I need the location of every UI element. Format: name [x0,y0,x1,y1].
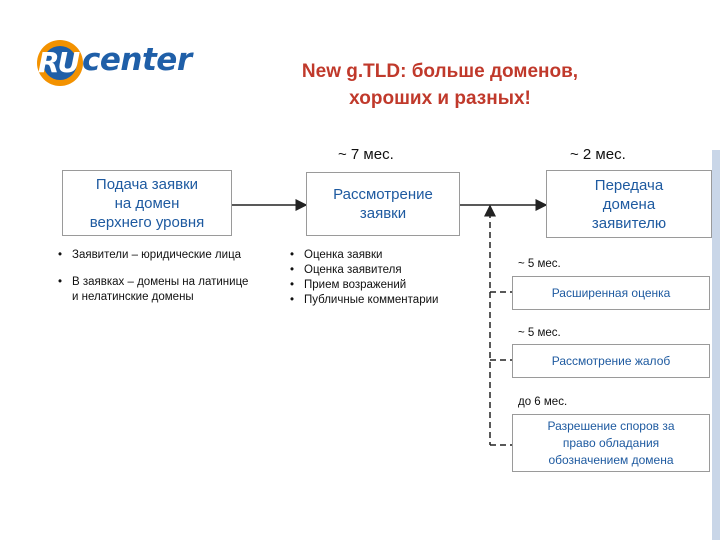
stage-3-line-1: Передача [594,176,664,194]
list-item: Заявители – юридические лица [58,248,258,263]
substage-3-duration: до 6 мес. [518,396,568,408]
duration-stage-2: ~ 7 мес. [338,146,394,163]
list-item: Публичные комментарии [290,293,490,308]
stage-2-line-2: заявки [359,205,407,222]
stage-1-bullets: Заявители – юридические лица В заявках –… [58,248,258,305]
stage-3-line-3: заявителю [591,214,667,232]
substage-3-line-2: право обладания [562,435,660,450]
list-item: Оценка заявки [290,248,490,263]
logo-prefix: RU [38,46,80,79]
substage-1-line-1: Расширенная оценка [551,285,671,300]
stage-box-application: Подача заявки на домен верхнего уровня [62,170,232,236]
logo-name: center [82,42,192,78]
logo-badge-icon [37,40,83,86]
stage-1-line-2: на домен [114,194,180,212]
list-item: Прием возражений [290,278,490,293]
stage-box-transfer: Передача домена заявителю [546,170,712,238]
page-title: New g.TLD: больше доменов, хороших и раз… [250,58,630,112]
substage-3-line-3: обозначением домена [548,452,674,467]
substage-box-complaints: Рассмотрение жалоб [512,344,710,378]
substage-2-duration: ~ 5 мес. [518,327,561,339]
substage-1-duration: ~ 5 мес. [518,258,561,270]
list-item: В заявках – домены на латинице и нелатин… [58,275,258,305]
duration-stage-3: ~ 2 мес. [570,146,626,163]
decorative-side-bar [712,150,720,540]
stage-box-review: Рассмотрение заявки [306,172,460,236]
title-line-2: хороших и разных! [349,88,531,109]
ru-center-logo: RU center [36,38,196,88]
stage-2-bullets: Оценка заявки Оценка заявителя Прием воз… [290,248,490,308]
stage-3-line-2: домена [602,195,656,213]
substage-2-line-1: Рассмотрение жалоб [551,353,671,368]
stage-2-line-1: Рассмотрение [333,186,433,203]
substage-box-extended-evaluation: Расширенная оценка [512,276,710,310]
title-line-1: New g.TLD: больше доменов, [301,61,579,82]
list-item: Оценка заявителя [290,263,490,278]
stage-1-line-3: верхнего уровня [89,213,205,231]
substage-box-dispute-resolution: Разрешение споров за право обладания обо… [512,414,710,472]
stage-1-line-1: Подача заявки [95,175,199,193]
substage-3-line-1: Разрешение споров за [547,418,675,433]
